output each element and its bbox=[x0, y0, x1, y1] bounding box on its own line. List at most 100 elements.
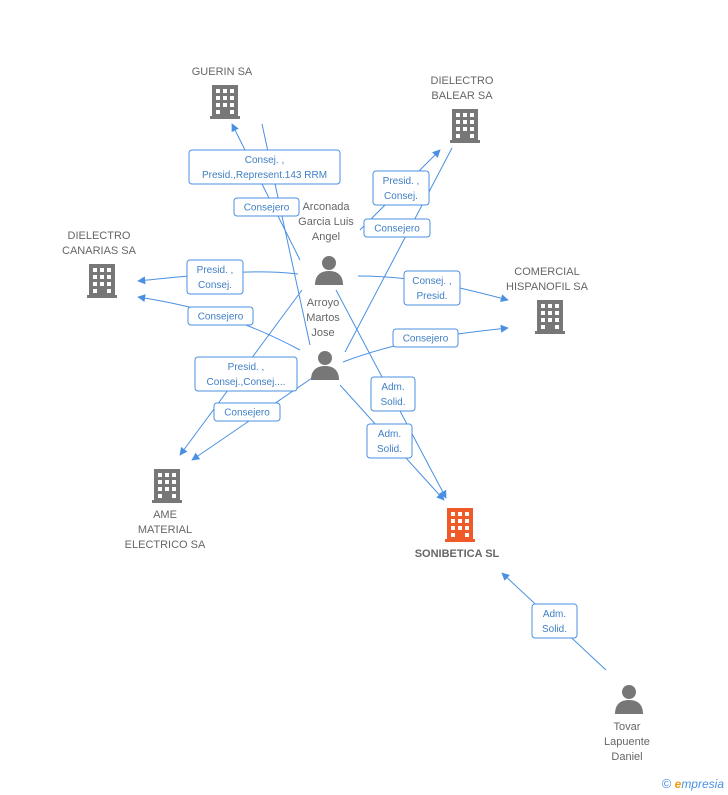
building-icon[interactable] bbox=[152, 469, 182, 503]
relation-label-box[interactable] bbox=[392, 328, 459, 348]
node-label-line: Lapuente bbox=[604, 736, 650, 748]
relation-label-text: Presid. ,Consej. bbox=[197, 265, 234, 291]
node-label-line: Martos bbox=[306, 312, 340, 324]
building-icon[interactable] bbox=[210, 85, 240, 119]
node-label-line: COMERCIAL bbox=[514, 266, 579, 278]
node-label[interactable]: GUERIN SA bbox=[192, 66, 253, 78]
node-label[interactable]: AME MATERIAL ELECTRICO SA bbox=[125, 509, 206, 551]
copyright-symbol: © bbox=[661, 776, 672, 791]
relation-label-line: Consejero bbox=[244, 203, 290, 214]
relation-label-e8[interactable]: Consejero bbox=[392, 328, 459, 348]
relation-label-line: Consej.,Consej.... bbox=[207, 377, 286, 388]
relation-label-line: Consejero bbox=[198, 312, 244, 323]
empresia-brand: © empresia bbox=[662, 776, 724, 791]
person-icon[interactable] bbox=[311, 351, 339, 380]
relation-label-line: Consejero bbox=[403, 334, 449, 345]
relation-label-text: Consej. , Presid. bbox=[412, 276, 451, 302]
relation-label-text: Consejero bbox=[224, 408, 270, 419]
relation-label-box[interactable] bbox=[187, 306, 254, 326]
relation-label-line: Consej. bbox=[384, 191, 418, 202]
relation-label-text: Presid. , Consej. bbox=[383, 176, 420, 202]
relation-label-box[interactable] bbox=[213, 402, 281, 422]
building-icon[interactable] bbox=[535, 300, 565, 334]
edge-arconada-guerin bbox=[231, 123, 301, 261]
relation-label-line: Presid. , bbox=[228, 362, 265, 373]
brand-initial: e bbox=[674, 777, 682, 791]
person-icon[interactable] bbox=[315, 256, 343, 285]
node-label-line: GUERIN SA bbox=[192, 66, 253, 78]
node-sonibetica[interactable]: SONIBETICA SL bbox=[415, 508, 500, 560]
building-icon[interactable] bbox=[87, 264, 117, 298]
relation-label-e3[interactable]: Presid. , Consej. bbox=[372, 170, 430, 206]
relation-label-text: Consej. ,Presid.,Represent.143 RRM bbox=[202, 155, 327, 181]
node-label-line: DIELECTRO bbox=[68, 230, 131, 242]
relation-label-box[interactable] bbox=[370, 376, 416, 412]
relation-label-e12[interactable]: Adm.Solid. bbox=[366, 423, 413, 459]
relation-label-e10[interactable]: Consejero bbox=[213, 402, 281, 422]
relation-label-e1[interactable]: Consej. ,Presid.,Represent.143 RRM bbox=[188, 149, 341, 185]
building-icon[interactable] bbox=[450, 109, 480, 143]
node-label-line: ELECTRICO SA bbox=[125, 539, 206, 551]
relation-label-e11[interactable]: Adm.Solid. bbox=[370, 376, 416, 412]
node-label-line: MATERIAL bbox=[138, 524, 192, 536]
node-label-line: DIELECTRO bbox=[431, 75, 494, 87]
node-label[interactable]: SONIBETICA SL bbox=[415, 548, 500, 560]
relation-label-e6[interactable]: Consejero bbox=[187, 306, 254, 326]
relation-label-box[interactable] bbox=[233, 197, 300, 217]
relation-label-text: Adm.Solid. bbox=[542, 609, 567, 635]
relation-label-e7[interactable]: Consej. , Presid. bbox=[403, 270, 461, 306]
node-guerin[interactable]: GUERIN SA bbox=[192, 66, 253, 119]
relation-label-line: Solid. bbox=[542, 624, 567, 635]
relation-label-line: Consejero bbox=[224, 408, 270, 419]
node-label-line: Garcia Luis bbox=[298, 216, 354, 228]
relation-label-e2[interactable]: Consejero bbox=[233, 197, 300, 217]
node-label-line: Tovar bbox=[614, 721, 641, 733]
relation-label-line: Presid.,Represent.143 RRM bbox=[202, 170, 327, 181]
relation-label-box[interactable] bbox=[194, 356, 298, 392]
relation-label-box[interactable] bbox=[403, 270, 461, 306]
node-label-line: BALEAR SA bbox=[431, 90, 493, 102]
node-label[interactable]: DIELECTRO BALEAR SA bbox=[431, 75, 494, 102]
relation-label-line: Consejero bbox=[374, 224, 420, 235]
relation-label-box[interactable] bbox=[372, 170, 430, 206]
relation-label-line: Presid. bbox=[416, 291, 447, 302]
relation-label-box[interactable] bbox=[531, 603, 578, 639]
node-label-line: Arroyo bbox=[307, 297, 339, 309]
relation-label-e13[interactable]: Adm.Solid. bbox=[531, 603, 578, 639]
node-label-line: AME bbox=[153, 509, 177, 521]
node-label-line: Jose bbox=[311, 327, 334, 339]
relation-label-box[interactable] bbox=[366, 423, 413, 459]
relation-label-text: Consejero bbox=[374, 224, 420, 235]
relation-label-e4[interactable]: Consejero bbox=[363, 218, 431, 238]
relation-label-text: Presid. , Consej.,Consej.... bbox=[207, 362, 286, 388]
edge-arroyo-balear bbox=[344, 147, 453, 353]
relation-label-e9[interactable]: Presid. , Consej.,Consej.... bbox=[194, 356, 298, 392]
relation-label-box[interactable] bbox=[363, 218, 431, 238]
node-ame[interactable]: AME MATERIAL ELECTRICO SA bbox=[125, 469, 206, 551]
building-icon[interactable] bbox=[445, 508, 475, 542]
person-icon[interactable] bbox=[615, 685, 643, 714]
relation-label-line: Adm. bbox=[378, 429, 401, 440]
node-label-line: SONIBETICA SL bbox=[415, 548, 500, 560]
node-label-line: Daniel bbox=[611, 751, 642, 763]
node-label-line: Arconada bbox=[302, 201, 350, 213]
relation-label-text: Adm.Solid. bbox=[380, 382, 405, 408]
relation-label-box[interactable] bbox=[186, 259, 244, 295]
relation-label-text: Adm.Solid. bbox=[377, 429, 402, 455]
relation-label-e5[interactable]: Presid. ,Consej. bbox=[186, 259, 244, 295]
relation-label-line: Consej. , bbox=[412, 276, 451, 287]
relation-label-line: Presid. , bbox=[383, 176, 420, 187]
node-dielectro-balear[interactable]: DIELECTRO BALEAR SA bbox=[431, 75, 494, 143]
relation-label-box[interactable] bbox=[188, 149, 341, 185]
